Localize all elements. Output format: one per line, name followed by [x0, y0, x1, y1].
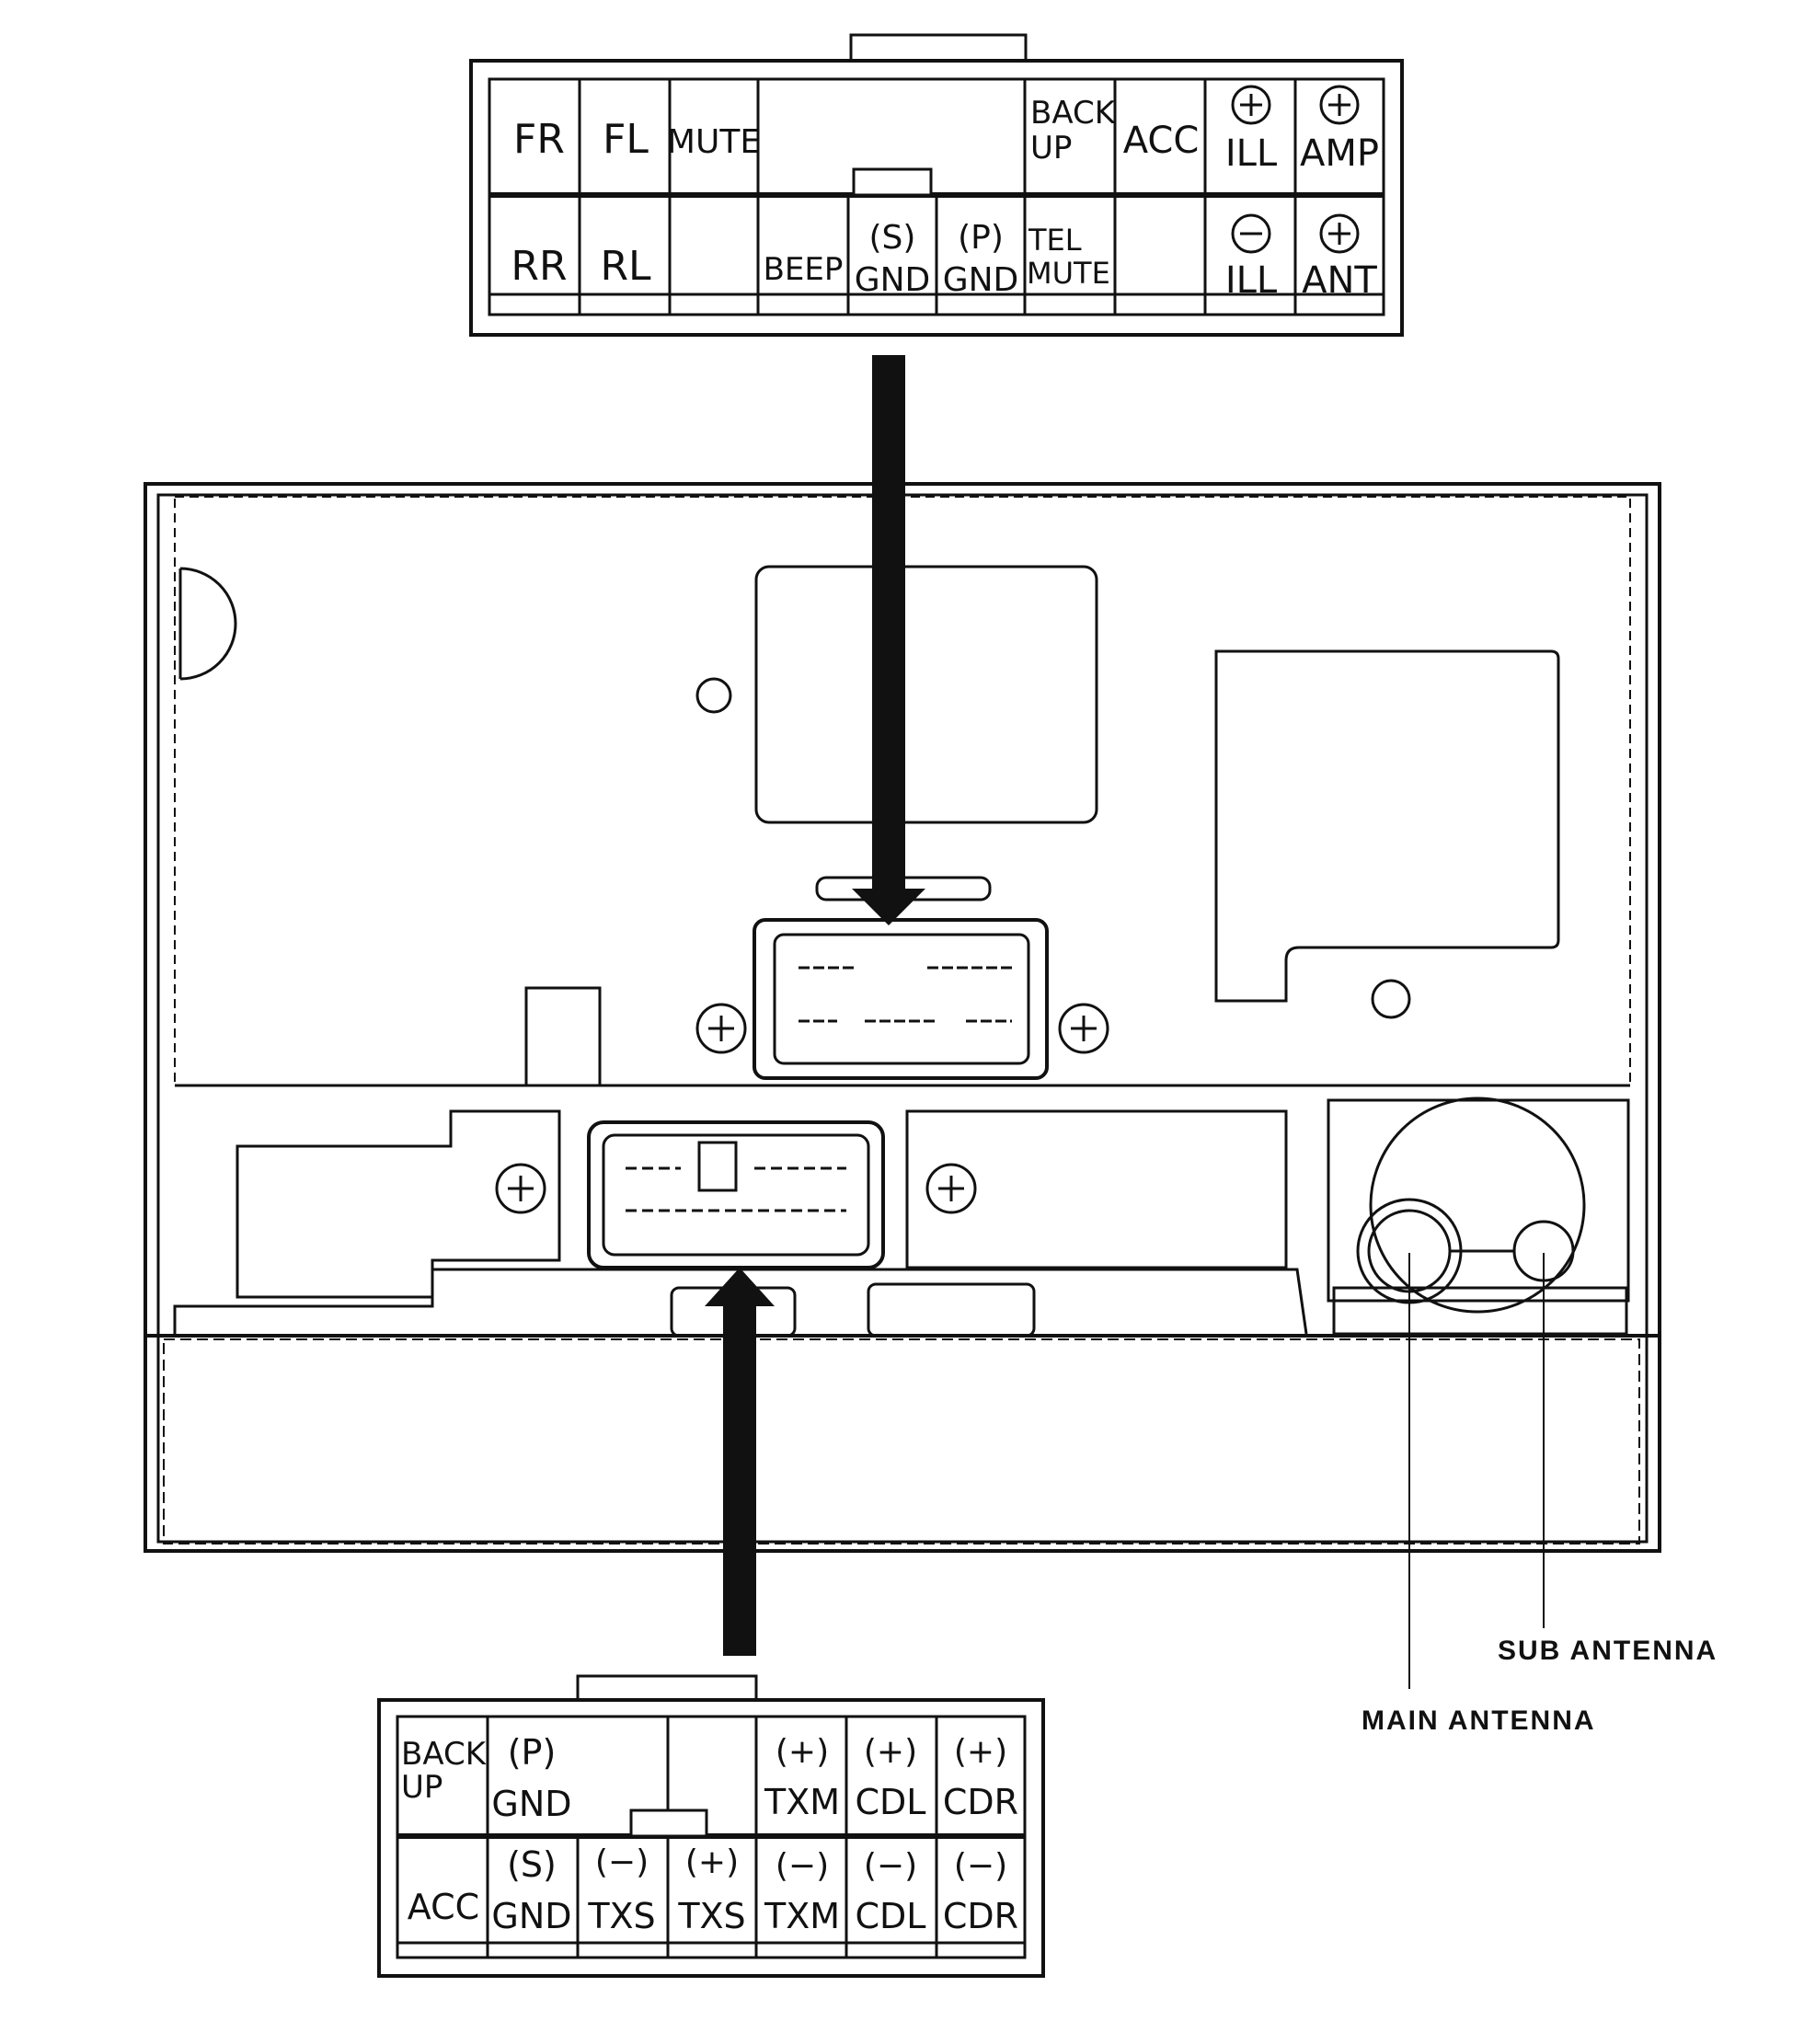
top-pin-tel: TEL: [1028, 223, 1082, 258]
plus-circle-icon: [1319, 85, 1360, 125]
bot-pin-p-prefix: (P): [508, 1732, 557, 1773]
bottom-connector-row1: BACK UP (P) GND (+) TXM (+) CDL (+) CDR: [401, 1732, 1018, 1824]
top-pin-s-prefix: (S): [869, 219, 916, 257]
bot-pin-txs-plus-prefix: (+): [685, 1843, 739, 1881]
bot-pin-txs-minus-prefix: (−): [595, 1843, 649, 1881]
top-pin-backup-1: BACK: [1030, 95, 1117, 132]
bot-pin-txm-minus: TXM: [764, 1896, 840, 1936]
top-connector-row2: RR RL BEEP (S) GND (P) GND TEL MUTE ILL …: [511, 219, 1377, 302]
top-pin-fr: FR: [513, 116, 565, 163]
top-pin-tel-mute: MUTE: [1027, 256, 1110, 291]
bot-pin-txs-plus: TXS: [677, 1896, 745, 1936]
bot-pin-backup-2: UP: [401, 1769, 442, 1806]
bot-pin-txm-plus-prefix: (+): [776, 1733, 829, 1771]
bot-pin-cdl-plus-prefix: (+): [864, 1733, 917, 1771]
bot-pin-s-gnd: GND: [491, 1896, 571, 1936]
top-pin-backup-2: UP: [1030, 130, 1072, 167]
sub-antenna-label: SUB ANTENNA: [1498, 1636, 1718, 1666]
bottom-arrow: [705, 1268, 775, 1656]
bot-pin-txm-plus: TXM: [764, 1782, 840, 1822]
bot-pin-cdl-minus-prefix: (−): [864, 1847, 917, 1885]
top-connector-row1: FR FL MUTE BACK UP ACC ILL AMP: [513, 95, 1379, 175]
top-pin-p-prefix: (P): [958, 219, 1004, 257]
polarity-symbols-top: [1231, 85, 1360, 254]
top-pin-rl: RL: [600, 243, 651, 290]
top-pin-fl: FL: [603, 116, 649, 163]
top-pin-s-gnd: GND: [855, 261, 931, 299]
bot-pin-cdl-minus: CDL: [856, 1896, 926, 1936]
bot-pin-p-gnd: GND: [491, 1784, 571, 1824]
bot-pin-cdr-plus-prefix: (+): [954, 1733, 1007, 1771]
top-pin-p-gnd: GND: [943, 261, 1019, 299]
top-pin-acc: ACC: [1123, 120, 1200, 162]
screw-icon: [495, 1163, 546, 1214]
plus-circle-icon: [1319, 213, 1360, 254]
top-pin-beep: BEEP: [764, 251, 844, 288]
minus-circle-icon: [1231, 213, 1271, 254]
top-connector: [469, 33, 1404, 337]
main-antenna-label: MAIN ANTENNA: [1362, 1705, 1596, 1736]
top-pin-amp: AMP: [1300, 132, 1379, 175]
bot-pin-txm-minus-prefix: (−): [776, 1847, 829, 1885]
plus-circle-icon: [1231, 85, 1271, 125]
bottom-connector: [377, 1674, 1045, 1978]
top-pin-ant: ANT: [1302, 259, 1377, 302]
top-pin-mute: MUTE: [667, 123, 761, 161]
radio-unit-body: [144, 482, 1661, 1553]
top-pin-rr: RR: [511, 243, 567, 290]
bot-pin-s-prefix: (S): [507, 1844, 557, 1885]
bot-pin-cdl-plus: CDL: [856, 1782, 926, 1822]
antenna-leaders: [1408, 1253, 1545, 1689]
screw-icon: [925, 1163, 977, 1214]
screw-icon: [695, 1003, 747, 1054]
top-arrow: [852, 355, 925, 925]
top-pin-ill-minus: ILL: [1225, 259, 1278, 302]
bot-pin-cdr-minus: CDR: [943, 1896, 1018, 1936]
bot-pin-cdr-minus-prefix: (−): [954, 1847, 1007, 1885]
bot-pin-acc: ACC: [408, 1887, 479, 1927]
screw-icon: [1058, 1003, 1109, 1054]
bottom-connector-row2: ACC (S) GND (−) TXS (+) TXS (−) TXM (−) …: [408, 1843, 1018, 1936]
bot-pin-cdr-plus: CDR: [943, 1782, 1018, 1822]
bot-pin-backup-1: BACK: [401, 1736, 488, 1773]
bot-pin-txs-minus: TXS: [587, 1896, 655, 1936]
top-pin-ill-plus: ILL: [1225, 132, 1278, 175]
